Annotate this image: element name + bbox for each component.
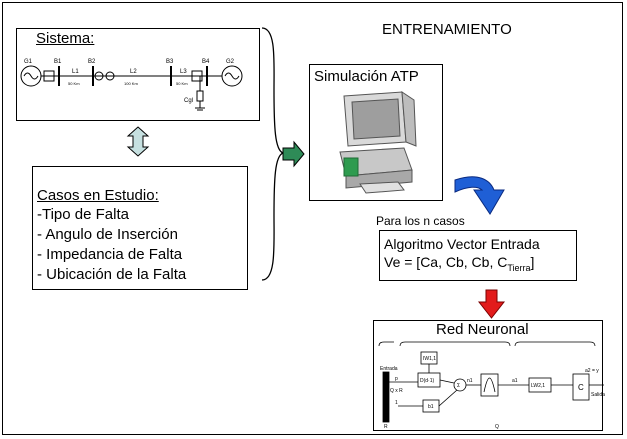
algoritmo-line2-suffix: ]	[530, 254, 535, 270]
sistema-heading: Sistema:	[36, 30, 95, 47]
transformer-1-icon	[43, 70, 55, 82]
caso-item-3: - Ubicación de la Falta	[37, 266, 187, 283]
c-box	[572, 373, 590, 401]
nn-label-qr: Q x R	[390, 388, 403, 394]
caso-item-1: - Angulo de Inserción	[37, 226, 178, 243]
nn-label-sum: Σ	[457, 383, 460, 389]
nn-label-c: C	[578, 383, 584, 392]
nn-label-salida: Salida	[591, 392, 605, 398]
label-b1: B1	[54, 59, 62, 65]
diagram-frame	[2, 2, 623, 435]
nn-label-entrada: Entrada	[380, 366, 398, 372]
algoritmo-line2: Ve = [Ca, Cb, Cb, CTierra]	[384, 254, 534, 273]
nn-label-b: b1	[428, 404, 434, 410]
sistema-box	[16, 28, 260, 121]
label-b3: B3	[166, 59, 174, 65]
ct-2-icon	[105, 71, 115, 81]
generator-g2-icon	[221, 65, 243, 87]
algoritmo-box	[379, 230, 577, 281]
label-l2: L2	[130, 69, 137, 75]
nn-label-n: n1	[467, 378, 473, 384]
label-g1: G1	[24, 59, 33, 65]
transformer-2-icon	[191, 70, 203, 82]
label-b2: B2	[88, 59, 96, 65]
activation-box	[480, 373, 499, 397]
simulacion-label: Simulación ATP	[314, 68, 419, 85]
algoritmo-line2-prefix: Ve = [Ca, Cb, Cb, C	[384, 254, 508, 270]
casos-heading: Casos en Estudio:	[37, 187, 159, 204]
nn-label-d: D(d·1)	[420, 378, 435, 384]
nn-label-p: p	[395, 376, 398, 382]
label-l1-len: 50 Km	[68, 81, 80, 86]
label-l2-len: 100 Km	[124, 81, 138, 86]
label-l3: L3	[180, 69, 187, 75]
algoritmo-line2-sub: Tierra	[507, 262, 531, 273]
red-neuronal-box	[373, 320, 603, 431]
input-bar	[382, 371, 390, 423]
red-neuronal-title: Red Neuronal	[436, 321, 529, 338]
label-l3-len: 50 Km	[176, 81, 188, 86]
label-b4: B4	[202, 59, 210, 65]
nn-label-a: a1	[512, 378, 518, 384]
nn-label-ay: a2 = y	[585, 368, 599, 374]
nn-label-iw: IW1,1	[423, 356, 436, 362]
label-g2: G2	[226, 59, 235, 65]
ct-1-icon	[94, 71, 104, 81]
nn-label-lw: LW2,1	[531, 383, 545, 389]
nn-label-r: R	[384, 424, 388, 430]
label-cgi: Cgl	[184, 98, 193, 104]
caso-item-0: -Tipo de Falta	[37, 206, 129, 223]
nn-label-q: Q	[495, 424, 499, 430]
caso-item-2: - Impedancia de Falta	[37, 246, 183, 263]
algoritmo-line1: Algoritmo Vector Entrada	[384, 236, 540, 252]
nn-label-one: 1	[395, 400, 398, 406]
para-casos-label: Para los n casos	[376, 214, 465, 228]
label-l1: L1	[72, 69, 79, 75]
diagram-title: ENTRENAMIENTO	[382, 21, 512, 38]
casos-box	[32, 166, 248, 290]
